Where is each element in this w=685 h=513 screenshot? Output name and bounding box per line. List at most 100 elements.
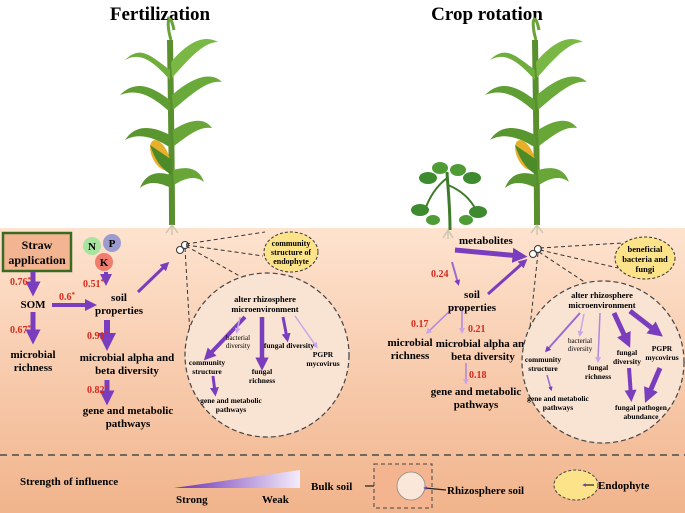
straw-label-line1: Straw bbox=[22, 238, 53, 252]
potassium-circle bbox=[95, 253, 113, 271]
rot-alpha-beta-2: beta diversity bbox=[451, 351, 515, 363]
rhizo-right-pgpr-1: PGPR bbox=[652, 344, 673, 353]
rhizo-left-bacterial-2: diversity bbox=[226, 342, 251, 350]
rhizo-right-fungal-richness-1: fungal bbox=[588, 363, 608, 372]
phosphorus-circle bbox=[103, 234, 121, 252]
rhizo-left-header-1: alter rhizosphere bbox=[234, 294, 296, 304]
value-soil-alpha: 0.91* bbox=[87, 330, 109, 342]
rhizo-right-bacterial-1: bacterial bbox=[568, 337, 592, 345]
endophyte-left-line3: endophyte bbox=[273, 257, 309, 266]
rot-alpha-beta-1: microbial alpha and bbox=[436, 338, 531, 350]
value-som-richness: 0.67* bbox=[10, 324, 32, 336]
legend-rhizo-arrow bbox=[423, 486, 447, 491]
metabolites-label: metabolites bbox=[459, 235, 513, 247]
value-straw-som: 0.76* bbox=[10, 276, 32, 288]
endophyte-right-line3: fungi bbox=[636, 264, 656, 274]
arrow-rhizo-fungal-diversity bbox=[281, 316, 291, 343]
endophyte-oval-left bbox=[263, 231, 319, 273]
straw-label-line2: application bbox=[8, 253, 66, 267]
rhizo-left-gene-2: pathways bbox=[216, 405, 247, 414]
nitrogen-label: N bbox=[88, 241, 96, 253]
straw-application-box bbox=[1, 231, 73, 273]
arrow-r-community-gene bbox=[546, 374, 553, 392]
soil-properties-line1: soil bbox=[111, 292, 127, 304]
endophyte-left-line2: structure of bbox=[271, 248, 311, 257]
rot-soil-properties-1: soil bbox=[464, 289, 480, 301]
legend-endophyte-oval bbox=[553, 469, 599, 501]
rhizo-right-pgpr-2: mycovirus bbox=[645, 353, 678, 362]
legend-rhizosphere-label: Rhizosphere soil bbox=[447, 485, 524, 497]
legend-strength-label: Strength of influence bbox=[20, 476, 118, 488]
zoom-line-left-4 bbox=[185, 231, 266, 245]
title-fertilization: Fertilization bbox=[110, 4, 211, 25]
rhizo-left-fungal-richness-1: fungal bbox=[252, 367, 272, 376]
rhizo-left-pgpr-1: PGPR bbox=[313, 350, 334, 359]
rhizo-left-gene-1: gene and metabolic bbox=[200, 396, 262, 405]
value-k-soil: 0.51* bbox=[83, 278, 105, 290]
arrow-to-soil bbox=[451, 261, 461, 286]
arrow-rhizo-pgpr bbox=[294, 315, 318, 349]
value-to-soil: 0.24 bbox=[431, 269, 449, 280]
zoom-line-left-1 bbox=[184, 247, 191, 336]
value-alpha-gene-right: 0.18 bbox=[469, 370, 487, 381]
corn-plant-left bbox=[120, 17, 222, 235]
rhizosphere-circle-left bbox=[184, 272, 350, 438]
rhizo-right-gene-1: gene and metabolic bbox=[527, 394, 589, 403]
som-label: SOM bbox=[20, 299, 46, 311]
endophyte-oval-right bbox=[614, 236, 676, 280]
nitrogen-circle bbox=[83, 237, 101, 255]
endophyte-left-line1: community bbox=[272, 239, 311, 248]
arrow-r-community bbox=[545, 312, 581, 353]
endophyte-right-line2: bacteria and bbox=[622, 254, 668, 264]
rhizo-left-header-2: microenvironment bbox=[231, 304, 298, 314]
value-alpha-gene: 0.82* bbox=[87, 384, 109, 396]
legend-strong-label: Strong bbox=[176, 494, 208, 506]
value-som-soil: 0.6* bbox=[59, 291, 76, 303]
arrow-r-diversity-pathogen bbox=[624, 367, 637, 402]
rhizo-left-community-1: community bbox=[189, 358, 225, 367]
arrow-soil-root-right bbox=[487, 259, 528, 296]
microbial-richness-line1: microbial bbox=[10, 349, 55, 361]
arrow-soil-richness-right bbox=[425, 305, 456, 335]
rhizo-right-pathogen-2: abundance bbox=[623, 412, 659, 421]
gene-pathways-line2: pathways bbox=[106, 418, 151, 430]
microbial-richness-line2: richness bbox=[14, 362, 53, 374]
rhizo-left-fungal-diversity: fungal diversity bbox=[264, 341, 314, 350]
rhizo-right-pathogen-1: fungal pathogen bbox=[615, 403, 668, 412]
arrow-r-pgpr bbox=[628, 309, 663, 337]
arrow-r-pgpr-pathogen bbox=[644, 367, 663, 403]
legend-weak-label: Weak bbox=[262, 494, 290, 506]
zoom-line-right-3 bbox=[539, 249, 619, 269]
soybean-plant bbox=[411, 162, 487, 239]
rhizo-left-fungal-richness-2: richness bbox=[249, 376, 275, 385]
rhizo-right-bacterial-2: diversity bbox=[568, 345, 593, 353]
rot-gene-pathways-2: pathways bbox=[454, 399, 499, 411]
alpha-beta-line1: microbial alpha and bbox=[80, 352, 175, 364]
arrow-rhizo-bacterial bbox=[234, 316, 241, 334]
rot-microbial-richness-2: richness bbox=[391, 350, 430, 362]
rhizo-right-fungal-diversity-2: diversity bbox=[613, 357, 641, 366]
rhizo-right-header-2: microenvironment bbox=[568, 300, 635, 310]
arrow-r-fungal-diversity bbox=[611, 311, 631, 348]
gene-pathways-line1: gene and metabolic bbox=[83, 405, 174, 417]
rhizo-right-community-1: community bbox=[525, 355, 561, 364]
legend-endophyte-label: Endophyte bbox=[598, 480, 649, 492]
rot-microbial-richness-1: microbial bbox=[387, 337, 432, 349]
legend-rhizosphere-circle bbox=[396, 471, 426, 501]
arrow-r-fungal-richness bbox=[595, 312, 602, 363]
rot-soil-properties-2: properties bbox=[448, 302, 497, 314]
rhizo-right-header-1: alter rhizosphere bbox=[571, 290, 633, 300]
legend-bulk-soil-label: Bulk soil bbox=[311, 481, 352, 493]
rhizo-left-community-2: structure bbox=[192, 367, 222, 376]
title-crop-rotation: Crop rotation bbox=[431, 4, 543, 25]
endophyte-right-line1: beneficial bbox=[628, 244, 664, 254]
rhizo-left-bacterial-1: bacterial bbox=[226, 334, 250, 342]
potassium-label: K bbox=[100, 257, 109, 269]
root-zoom-icon-right bbox=[529, 245, 542, 258]
legend-strength-wedge bbox=[174, 470, 300, 488]
alpha-beta-line2: beta diversity bbox=[95, 365, 159, 377]
arrow-soil-root bbox=[136, 261, 170, 294]
corn-plant-right bbox=[485, 17, 587, 235]
